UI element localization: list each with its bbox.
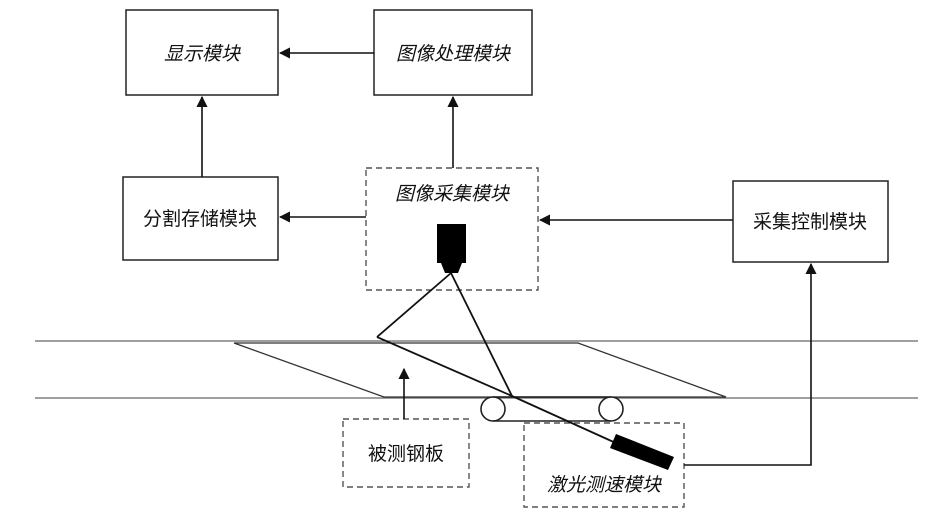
- image-processing-module-label: 图像处理模块: [396, 43, 511, 65]
- camera-body: [437, 224, 466, 263]
- image-processing-module-box: [373, 9, 533, 96]
- laser-speed-module-label: 激光测速模块: [547, 474, 662, 496]
- steel-plate-shape: [233, 342, 727, 398]
- roller-right: [598, 396, 624, 422]
- arrow-laser-to-control: [684, 262, 817, 466]
- image-acquisition-module-label: 图像采集模块: [395, 183, 510, 205]
- segment-storage-module-box: [122, 176, 279, 261]
- camera-lens: [441, 263, 462, 273]
- steel-plate-label-box: [342, 418, 470, 488]
- segment-storage-module-label: 分割存储模块: [143, 208, 257, 230]
- acquisition-control-module-box: [732, 180, 889, 263]
- display-module-box: [125, 9, 279, 96]
- display-module-label: 显示模块: [164, 43, 241, 65]
- steel-plate-label: 被测钢板: [368, 443, 444, 465]
- laser-device: [610, 434, 674, 470]
- laser-beam-line: [511, 395, 619, 445]
- acquisition-control-module-label: 采集控制模块: [753, 211, 867, 233]
- roller-left: [480, 396, 506, 422]
- camera-view-line-right: [450, 272, 513, 397]
- camera-view-line-left: [376, 272, 452, 338]
- camera-view-line-cross: [376, 336, 513, 397]
